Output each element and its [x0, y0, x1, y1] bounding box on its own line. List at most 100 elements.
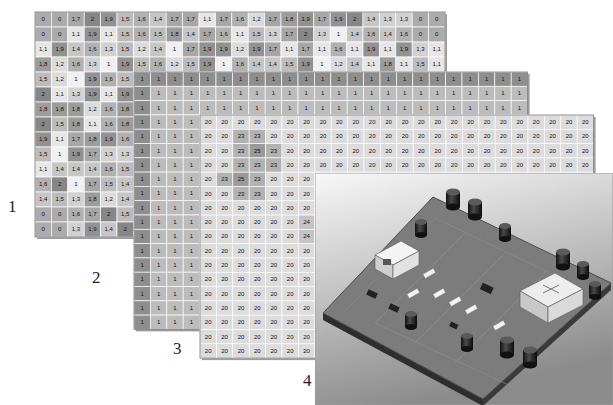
grid-cell — [150, 42, 166, 57]
grid-cell — [133, 57, 149, 72]
table-cell: 1 — [364, 101, 380, 115]
table-cell: 20 — [216, 315, 232, 329]
table-cell: 1,8 — [117, 102, 133, 117]
grid-cell — [479, 158, 495, 172]
grid-cell — [232, 42, 248, 57]
grid-cell — [495, 115, 511, 129]
grid-cell — [330, 12, 346, 27]
grid-cell — [430, 158, 446, 172]
grid-cell — [183, 87, 199, 102]
table-cell: 20 — [249, 201, 265, 215]
table-cell: 1,6 — [363, 27, 379, 42]
grid-cell — [347, 72, 363, 86]
grid-cell — [298, 115, 314, 129]
table-cell: 20 — [266, 215, 282, 229]
table-cell: 20 — [249, 287, 265, 301]
grid-cell — [462, 115, 478, 129]
grid-cell — [379, 12, 395, 27]
grid-cell — [266, 287, 282, 301]
grid-cell — [266, 315, 282, 329]
grid-cell — [412, 57, 428, 72]
grid-cell — [35, 222, 51, 237]
grid-cell — [249, 272, 265, 286]
grid-cell — [215, 27, 231, 42]
grid-cell — [298, 315, 314, 329]
table-cell: 1 — [183, 229, 199, 243]
grid-cell — [200, 258, 216, 272]
table-cell: 1 — [167, 144, 183, 158]
grid-cell — [249, 187, 265, 201]
table-cell: 1 — [347, 101, 363, 115]
table-cell: 2 — [35, 87, 51, 102]
table-cell: 1 — [167, 201, 183, 215]
grid-cell — [216, 287, 232, 301]
grid-cell — [429, 115, 445, 129]
table-cell: 20 — [315, 144, 331, 158]
grid-cell — [84, 117, 100, 132]
grid-cell — [331, 101, 347, 115]
grid-cell — [200, 272, 216, 286]
table-cell: 1,9 — [297, 57, 313, 72]
grid-cell — [528, 129, 544, 143]
pcb-render — [315, 173, 613, 405]
grid-cell — [298, 315, 314, 329]
grid-cell — [266, 144, 282, 158]
grid-cell — [248, 87, 264, 102]
grid-cell — [266, 258, 282, 272]
table-cell: 1,7 — [199, 27, 215, 42]
table-cell: 1,7 — [265, 12, 281, 27]
table-cell: 20 — [200, 144, 216, 158]
grid-cell — [35, 132, 51, 147]
grid-cell — [265, 315, 281, 329]
table-cell: 1 — [200, 86, 216, 100]
grid-cell — [150, 301, 166, 315]
grid-cell — [183, 158, 199, 172]
table-cell: 1,6 — [232, 12, 248, 27]
grid-cell — [512, 115, 528, 129]
grid-cell — [167, 215, 183, 229]
grid-cell — [331, 144, 347, 158]
table-cell: 20 — [216, 187, 232, 201]
grid-cell — [396, 86, 412, 100]
table-cell: 20 — [413, 129, 429, 143]
grid-cell — [233, 315, 249, 329]
grid-cell — [282, 315, 298, 329]
grid-cell — [249, 315, 265, 329]
grid-cell — [314, 72, 330, 86]
grid-cell — [265, 272, 281, 286]
grid-cell — [397, 158, 413, 172]
grid-cell — [512, 144, 528, 158]
table-cell: 1 — [298, 72, 314, 86]
grid-cell — [216, 244, 232, 258]
table-cell: 23 — [249, 187, 265, 201]
table-cell: 1,2 — [101, 192, 117, 207]
table-cell: 20 — [216, 287, 232, 301]
grid-cell — [282, 287, 298, 301]
table-cell: 1,4 — [265, 57, 281, 72]
grid-cell — [84, 207, 100, 222]
table-cell: 1 — [298, 101, 314, 115]
grid-cell — [266, 215, 282, 229]
grid-cell — [200, 158, 216, 172]
grid-cell — [216, 201, 232, 215]
grid-cell — [134, 186, 150, 200]
grid-cell — [265, 172, 281, 186]
grid-cell — [232, 244, 248, 258]
grid-cell — [117, 57, 133, 72]
grid-cell — [347, 27, 363, 42]
grid-cell — [232, 87, 248, 102]
grid-cell — [314, 101, 330, 115]
grid-cell — [495, 144, 511, 158]
table-cell: 1,4 — [35, 192, 51, 207]
table-cell: 1,6 — [150, 57, 166, 72]
grid-cell — [364, 115, 380, 129]
grid-cell — [117, 72, 133, 87]
grid-cell — [249, 186, 265, 200]
grid-cell — [379, 27, 395, 42]
table-cell: 1,6 — [117, 132, 133, 147]
grid-cell — [511, 144, 527, 158]
table-cell: 1 — [150, 158, 166, 172]
grid-cell — [430, 115, 446, 129]
grid-cell — [216, 172, 232, 186]
grid-cell — [298, 201, 314, 215]
